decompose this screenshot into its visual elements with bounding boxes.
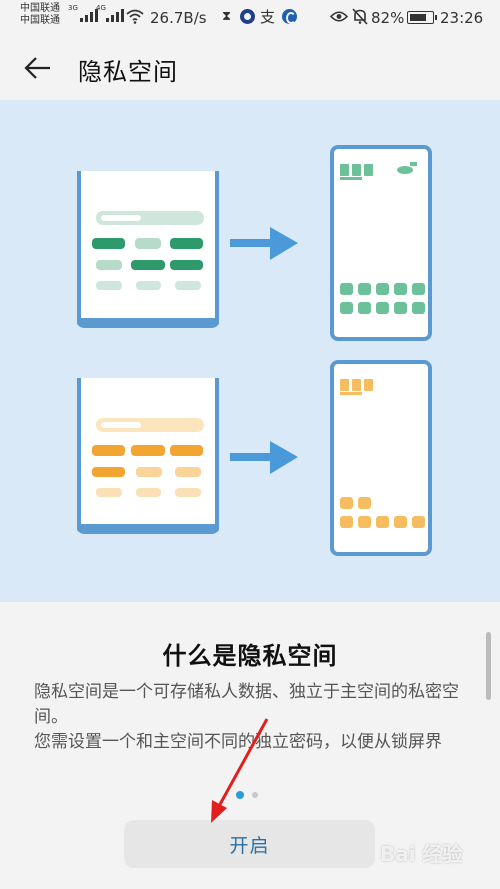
page-indicator (236, 791, 258, 799)
arrow-left-icon[interactable] (22, 52, 54, 84)
wifi-icon (126, 9, 144, 24)
intro-description: 隐私空间是一个可存储私人数据、独立于主空间的私密空间。 您需设置一个和主空间不同… (34, 680, 474, 755)
signal-icon (80, 8, 98, 22)
hourglass-icon: ⧗ (222, 9, 232, 24)
status-bar: 中国联通 中国联通 3G 4G 26.7B/s ⧗ 支 82% 23:26 (0, 0, 500, 36)
network-badges: 3G (68, 4, 78, 12)
network-speed: 26.7B/s (150, 9, 207, 27)
app-header: 隐私空间 (0, 36, 500, 100)
open-button[interactable]: 开启 (124, 820, 375, 868)
scrollbar[interactable] (486, 632, 491, 700)
page-title: 隐私空间 (78, 58, 178, 86)
private-space-illustration (77, 145, 432, 556)
signal-icon (106, 8, 124, 22)
net-badge-2: 4G (96, 4, 106, 12)
app-icon (282, 9, 297, 24)
main-space-card (77, 171, 219, 328)
carrier-names: 中国联通 中国联通 (20, 3, 60, 27)
watermark: Bai 经验 (380, 842, 463, 866)
net-badge-1: 3G (68, 4, 78, 12)
carrier-2: 中国联通 (20, 15, 60, 26)
phone-main-space (330, 145, 432, 341)
intro-heading: 什么是隐私空间 (162, 642, 338, 670)
alipay-icon: 支 (260, 8, 276, 26)
private-space-card (77, 378, 219, 534)
network-badges-2: 4G (96, 4, 106, 12)
arrow-right-icon (230, 441, 298, 474)
page-dot-active (236, 791, 244, 799)
page-dot (252, 792, 258, 798)
intro-content: 什么是隐私空间 隐私空间是一个可存储私人数据、独立于主空间的私密空间。 您需设置… (0, 602, 500, 889)
carrier-1: 中国联通 (20, 3, 60, 14)
description-paragraph-2: 您需设置一个和主空间不同的独立密码，以便从锁屏界 (34, 732, 442, 752)
battery-icon (407, 11, 437, 24)
app-icon (240, 9, 255, 24)
eye-icon (330, 11, 348, 22)
battery-percent: 82% (371, 9, 405, 27)
description-paragraph-1: 隐私空间是一个可存储私人数据、独立于主空间的私密空间。 (34, 682, 459, 727)
arrow-right-icon (230, 227, 298, 260)
illustration (0, 100, 500, 602)
clock: 23:26 (440, 9, 484, 27)
mute-icon (352, 8, 368, 25)
phone-private-space (330, 360, 432, 556)
